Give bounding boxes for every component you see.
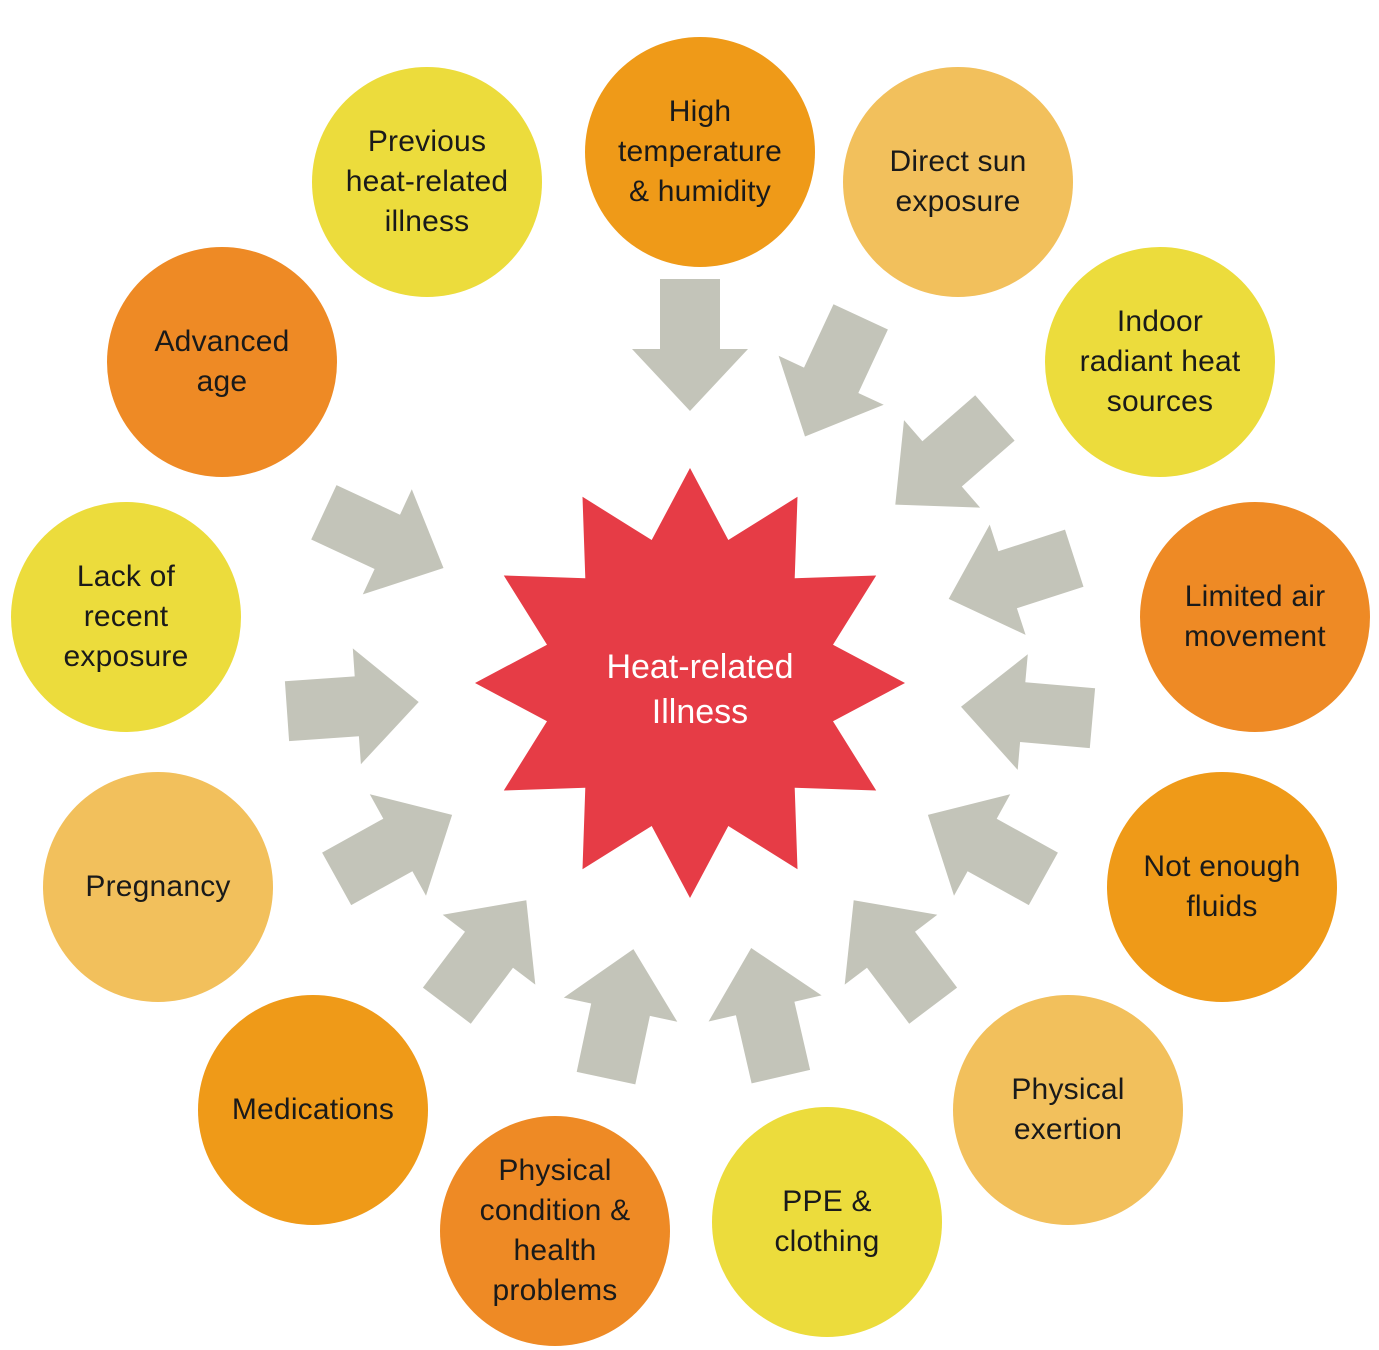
arrow-s (563, 949, 678, 1085)
arrow-e (961, 654, 1096, 770)
factor-label: Pregnancy (85, 870, 231, 903)
factor-label: High temperature & humidity (618, 95, 782, 208)
center-burst (475, 468, 905, 898)
arrow-se (844, 900, 958, 1024)
arrow-sse (708, 948, 822, 1084)
factor-advanced-age: Advanced age (107, 247, 337, 477)
arrow-wsw (284, 648, 419, 765)
factor-label: Physical condition & health problems (479, 1154, 631, 1307)
factor-medications: Medications (198, 995, 428, 1225)
factor-label: Medications (231, 1093, 395, 1126)
factor-high-temperature-humidity: High temperature & humidity (585, 37, 815, 267)
factor-not-enough-fluids: Not enough fluids (1107, 772, 1337, 1002)
factor-label: Advanced age (154, 325, 290, 398)
arrow-n (632, 279, 748, 411)
arrow-sw (322, 794, 453, 906)
factor-label: Not enough fluids (1143, 850, 1301, 923)
factor-label: PPE & clothing (774, 1185, 880, 1258)
factor-label: Indoor radiant heat sources (1079, 305, 1241, 418)
factor-pregnancy: Pregnancy (43, 772, 273, 1002)
factor-lack-of-recent-exposure: Lack of recent exposure (11, 502, 241, 732)
factor-label: Limited air movement (1184, 580, 1326, 653)
arrow-w (311, 485, 444, 595)
factor-label: Previous heat-related illness (345, 125, 509, 238)
arrow-ssw (422, 900, 536, 1024)
arrow-ese (927, 794, 1058, 906)
factor-physical-condition: Physical condition & health problems (440, 1116, 670, 1346)
factor-indoor-radiant-heat: Indoor radiant heat sources (1045, 247, 1275, 477)
factor-limited-air-movement: Limited air movement (1140, 502, 1370, 732)
factor-direct-sun-exposure: Direct sun exposure (843, 67, 1073, 297)
arrow-ene (948, 524, 1084, 635)
factor-previous-heat-illness: Previous heat-related illness (312, 67, 542, 297)
arrows-group (284, 279, 1096, 1085)
factor-label: Physical exertion (1011, 1073, 1125, 1146)
factor-label: Direct sun exposure (889, 145, 1027, 218)
factor-physical-exertion: Physical exertion (953, 995, 1183, 1225)
factor-ppe-clothing: PPE & clothing (712, 1107, 942, 1337)
arrow-ne (895, 395, 1015, 508)
factor-label: Lack of recent exposure (63, 560, 189, 673)
center-label: Heat-related Illness (606, 648, 794, 731)
arrow-nne (778, 304, 888, 437)
